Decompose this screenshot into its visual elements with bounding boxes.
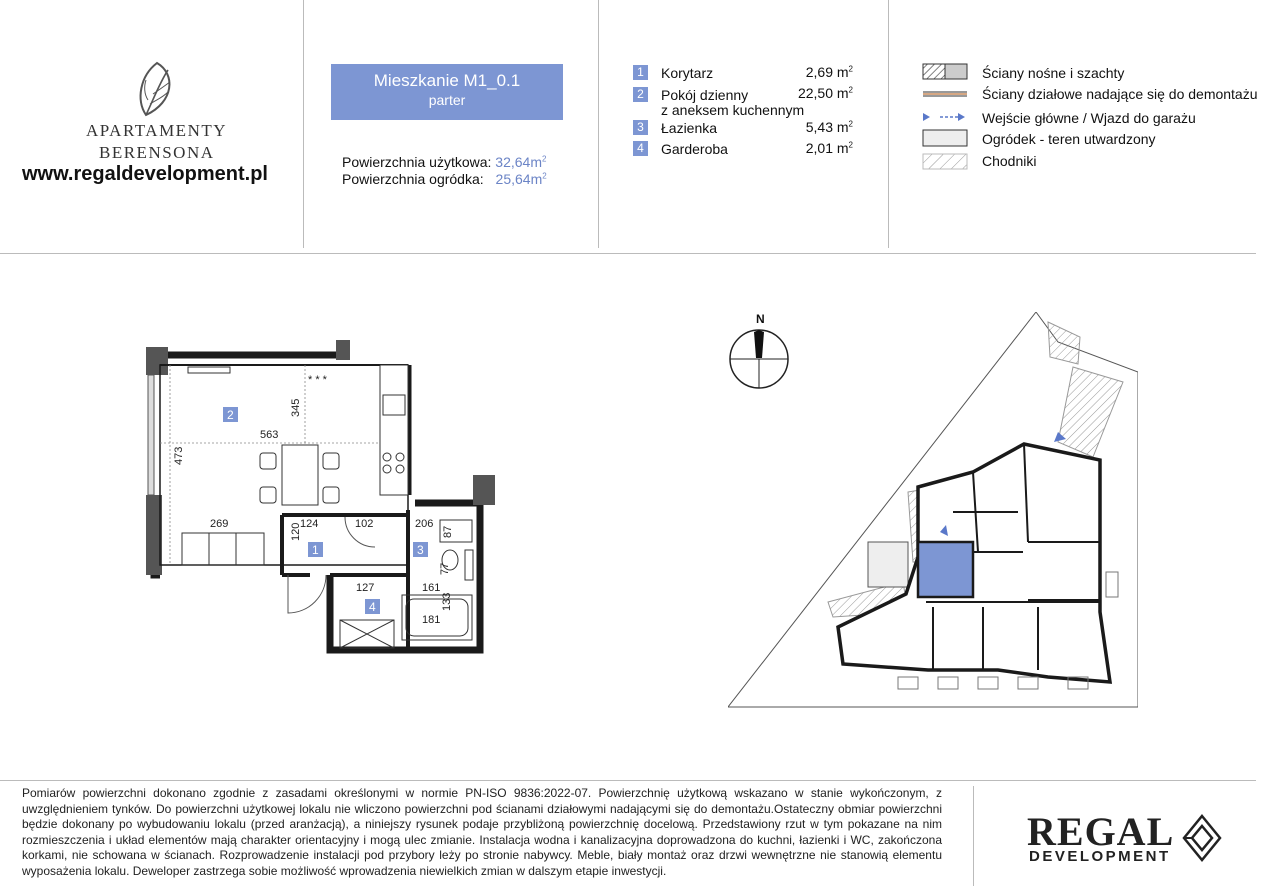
- load-bearing-wall-swatch: [922, 63, 968, 80]
- room-number: 2: [633, 87, 648, 102]
- legend-item: Ściany nośne i szachty: [982, 65, 1125, 81]
- dim-label: 127: [356, 582, 374, 594]
- leaf-logo-icon: [139, 61, 171, 117]
- website-link[interactable]: www.regaldevelopment.pl: [22, 163, 268, 185]
- svg-text:2: 2: [227, 408, 234, 422]
- dim-label: 133: [441, 593, 453, 611]
- partition-wall-swatch: [923, 91, 967, 97]
- svg-text:3: 3: [417, 543, 424, 557]
- legend-item: Ściany działowe nadające się do demontaż…: [982, 86, 1258, 102]
- dim-label: 345: [290, 399, 302, 417]
- room-number: 4: [633, 141, 648, 156]
- svg-text:1: 1: [312, 543, 319, 557]
- disclaimer-text: Pomiarów powierzchni dokonano zgodnie z …: [22, 786, 942, 878]
- garden-swatch: [922, 129, 968, 147]
- site-plan: [728, 312, 1138, 708]
- dim-label: 120: [290, 523, 302, 541]
- garden-area-label: Powierzchnia ogródka:: [342, 171, 484, 187]
- sidewalk-swatch: [922, 153, 968, 170]
- dim-label: 206: [415, 518, 433, 530]
- apartment-floor-plan: * * * 345 563 473 269 124 102 206 120 87…: [146, 340, 495, 654]
- divider: [973, 786, 974, 886]
- svg-text:4: 4: [369, 600, 376, 614]
- dim-label: 473: [173, 447, 185, 465]
- dim-label: 161: [422, 582, 440, 594]
- divider: [0, 780, 1256, 781]
- room-tag: 2: [223, 407, 238, 422]
- apartment-title-box: Mieszkanie M1_0.1 parter: [331, 64, 563, 120]
- legend-item: Wejście główne / Wjazd do garażu: [982, 110, 1196, 126]
- dim-label: 563: [260, 429, 278, 441]
- dim-label: 124: [300, 518, 318, 530]
- room-tag: 3: [413, 542, 428, 557]
- entrance-arrow-swatch: [923, 113, 965, 121]
- room-tag: 4: [365, 599, 380, 614]
- room-name-line2: z aneksem kuchennym: [661, 102, 805, 118]
- usable-area-value: 32,64m2: [495, 154, 547, 170]
- usable-area-row: Powierzchnia użytkowa: 32,64m2: [342, 154, 546, 170]
- room-name: Łazienka: [661, 120, 718, 136]
- room-area: 5,43 m2: [805, 119, 853, 135]
- partition-walls: [280, 510, 410, 650]
- company-subtitle: DEVELOPMENT: [1029, 848, 1171, 865]
- room-name: Garderoba: [661, 141, 728, 157]
- room-name: Pokój dzienny: [661, 87, 749, 103]
- highlighted-apartment: [916, 540, 975, 599]
- room-name: Korytarz: [661, 65, 714, 81]
- divider: [0, 253, 1256, 254]
- dim-label: 77: [439, 563, 451, 575]
- divider: [303, 0, 304, 248]
- room-area: 2,01 m2: [805, 140, 853, 156]
- divider: [888, 0, 889, 248]
- regal-diamond-logo-icon: [1182, 814, 1222, 862]
- brand-line1: APARTAMENTY: [86, 121, 228, 140]
- divider: [598, 0, 599, 248]
- brand-line2: BERENSONA: [99, 143, 215, 162]
- dim-label: 269: [210, 518, 228, 530]
- room-number: 3: [633, 120, 648, 135]
- garden-area-value: 25,64m2: [495, 171, 547, 187]
- legend-swatches: [922, 63, 968, 170]
- garden-area-row: Powierzchnia ogródka: 25,64m2: [342, 171, 547, 187]
- compass-icon: N: [729, 312, 789, 389]
- room-area: 22,50 m2: [797, 85, 853, 101]
- floor-label: parter: [428, 92, 466, 108]
- room-area: 2,69 m2: [805, 64, 853, 80]
- dim-label: 87: [442, 526, 454, 538]
- apartment-title: Mieszkanie M1_0.1: [373, 71, 521, 90]
- legend-item: Ogródek - teren utwardzony: [982, 131, 1156, 147]
- load-bearing-walls: [150, 345, 484, 654]
- svg-text:* * *: * * *: [308, 374, 328, 386]
- dim-label: 181: [422, 614, 440, 626]
- room-tag: 1: [308, 542, 323, 557]
- company-name: REGAL: [1027, 809, 1175, 854]
- svg-text:N: N: [756, 312, 765, 326]
- room-number: 1: [633, 65, 648, 80]
- usable-area-label: Powierzchnia użytkowa:: [342, 154, 492, 170]
- dim-label: 102: [355, 518, 373, 530]
- legend-item: Chodniki: [982, 153, 1037, 169]
